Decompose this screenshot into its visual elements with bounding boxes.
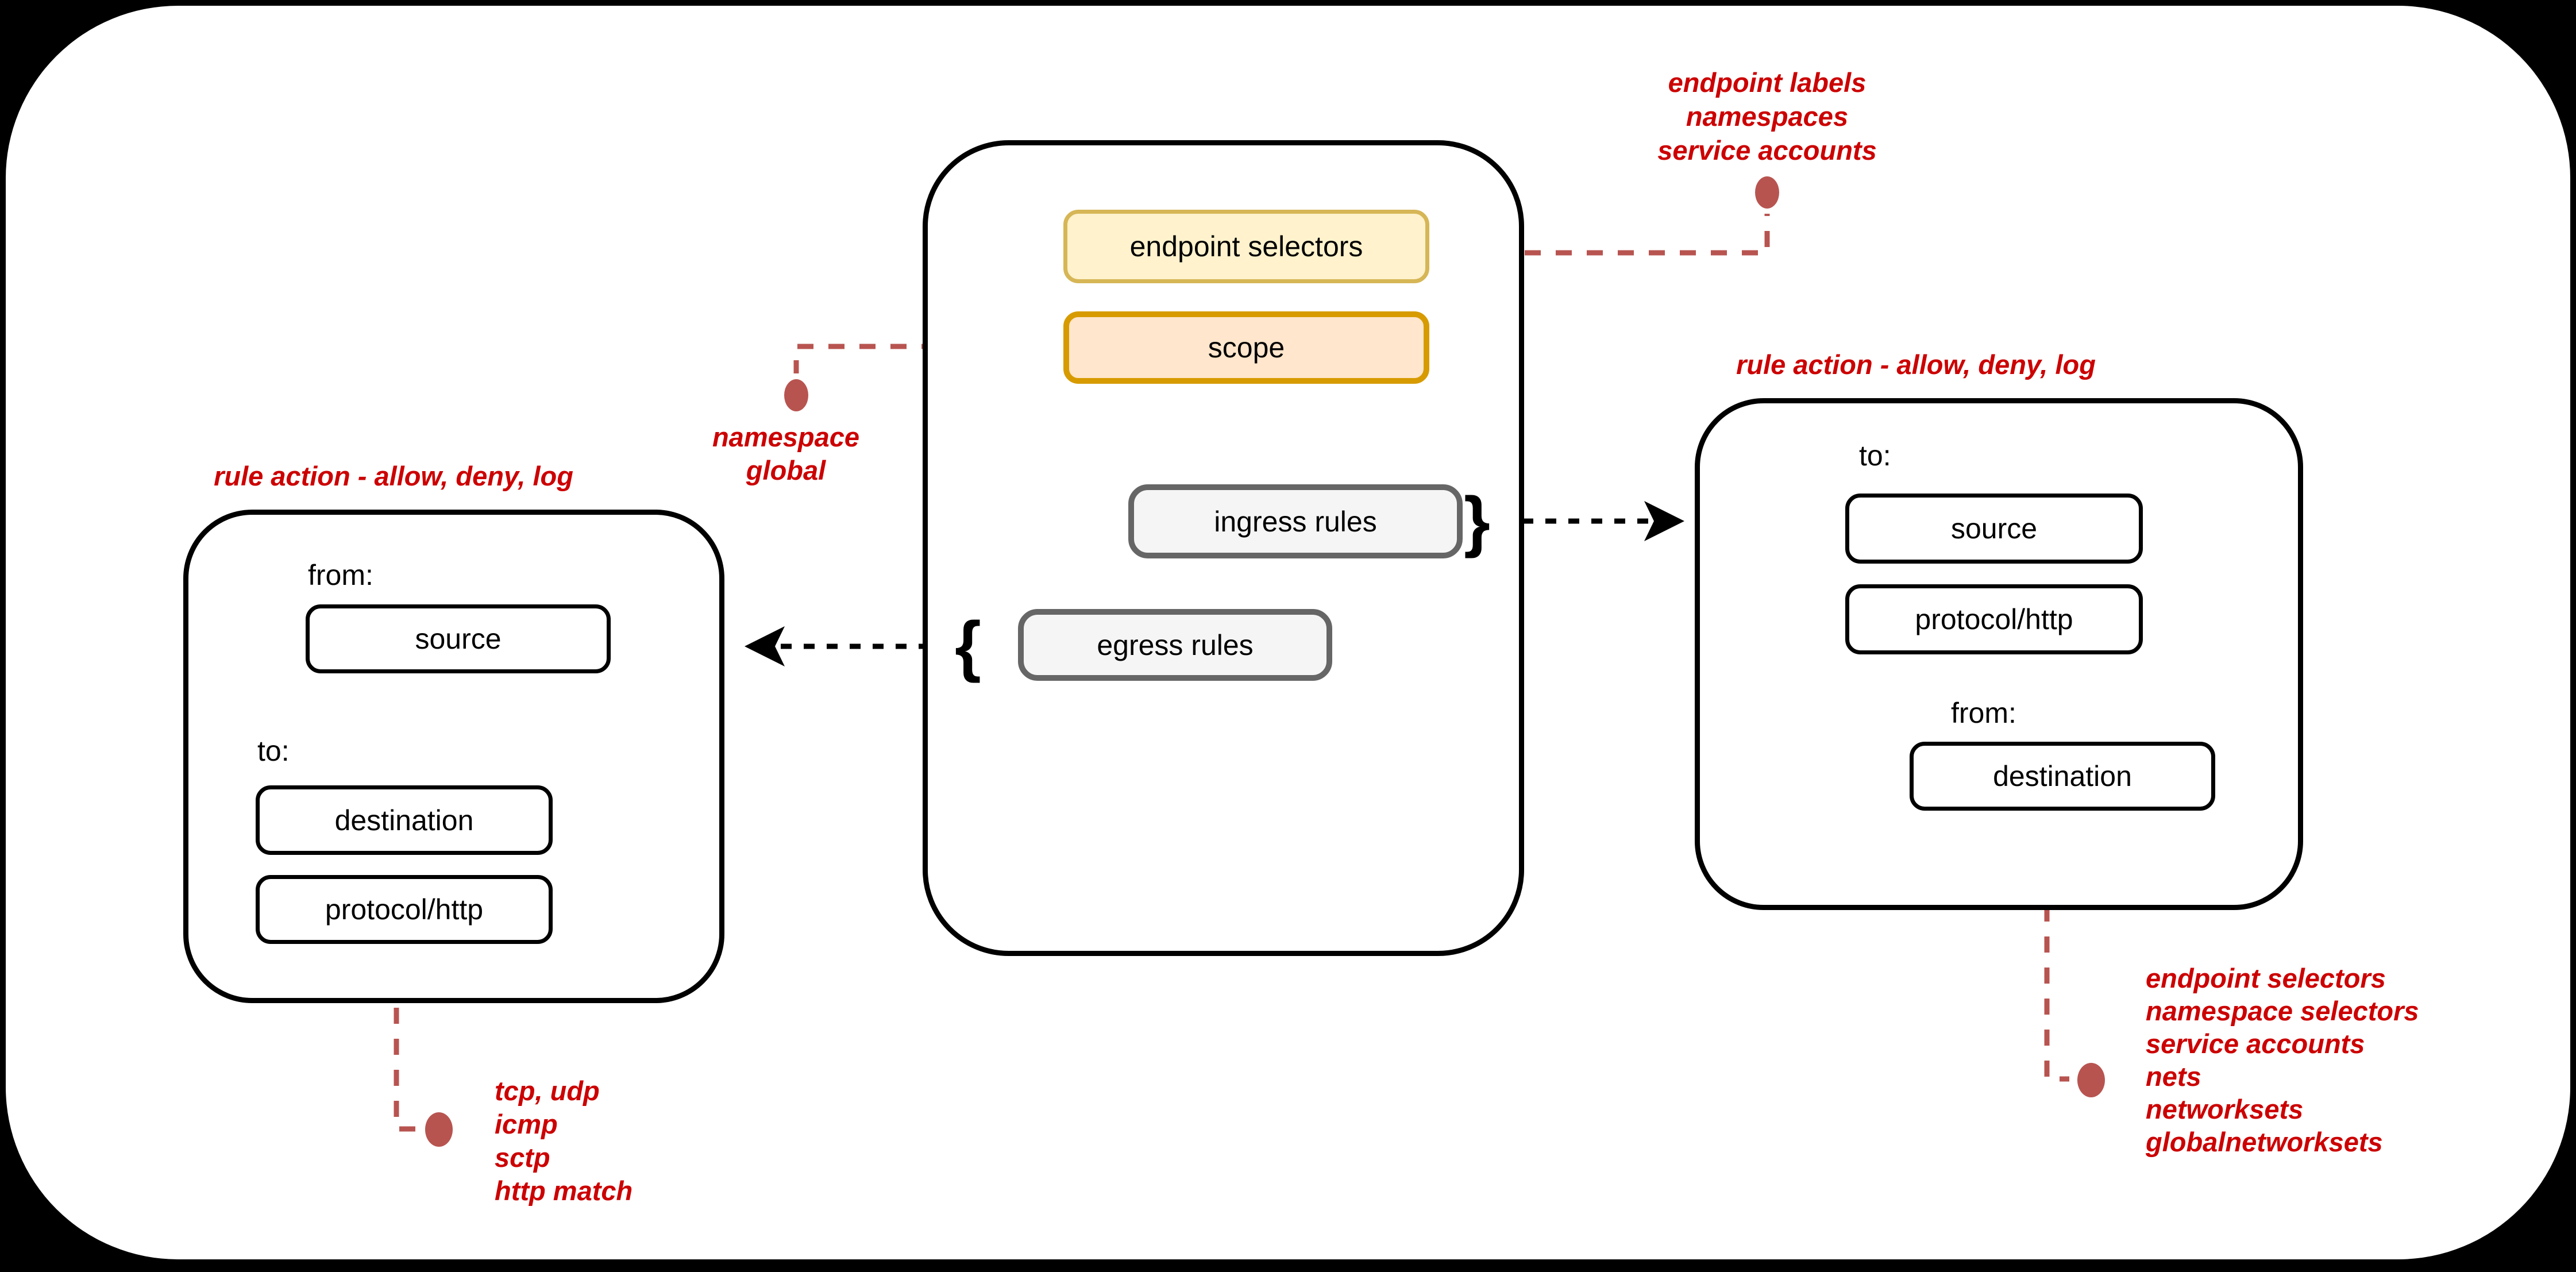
endpoint-note-line: endpoint labels	[1566, 65, 1968, 99]
ingress-source-node: source	[1845, 494, 2143, 564]
endpoint-selectors-node: endpoint selectors	[1063, 210, 1429, 283]
protocol-note-line: sctp	[495, 1141, 633, 1174]
egress-rules-node: egress rules	[1018, 609, 1332, 681]
scope-note: namespace global	[642, 421, 930, 487]
ingress-protocol-label: protocol/http	[1915, 603, 2073, 636]
scope-label: scope	[1208, 331, 1285, 364]
destination-note-line: nets	[2146, 1060, 2419, 1093]
egress-protocol-label: protocol/http	[325, 893, 483, 926]
endpoint-note: endpoint labels namespaces service accou…	[1566, 65, 1968, 167]
ingress-source-label: source	[1951, 512, 2037, 545]
ingress-destination-node: destination	[1910, 742, 2215, 811]
diagram-canvas: endpoint selectors scope ingress rules e…	[6, 6, 2570, 1259]
destination-note-line: networksets	[2146, 1093, 2419, 1125]
endpoint-selectors-label: endpoint selectors	[1130, 230, 1363, 263]
egress-rule-title: rule action - allow, deny, log	[190, 460, 597, 493]
scope-note-line: namespace	[642, 421, 930, 454]
destination-note-line: service accounts	[2146, 1027, 2419, 1060]
endpoint-note-line: service accounts	[1566, 133, 1968, 167]
scope-note-line: global	[642, 454, 930, 487]
protocol-note-line: http match	[495, 1174, 633, 1208]
destination-note-line: namespace selectors	[2146, 995, 2419, 1027]
egress-source-node: source	[306, 604, 611, 673]
egress-destination-label: destination	[335, 804, 474, 837]
protocol-note-line: icmp	[495, 1108, 633, 1141]
ingress-from-label: from:	[1951, 696, 2016, 730]
ingress-rules-node: ingress rules	[1128, 484, 1463, 558]
ingress-rules-label: ingress rules	[1214, 505, 1376, 538]
ingress-arrow	[1522, 501, 1684, 541]
scope-node: scope	[1063, 311, 1429, 384]
ingress-protocol-node: protocol/http	[1845, 584, 2143, 654]
egress-rules-label: egress rules	[1097, 629, 1253, 662]
destination-note-line: globalnetworksets	[2146, 1125, 2419, 1158]
protocol-note: tcp, udp icmp sctp http match	[495, 1074, 633, 1208]
egress-source-label: source	[415, 622, 501, 656]
ingress-brace: }	[1464, 492, 1490, 550]
ingress-rule-title: rule action - allow, deny, log	[1706, 348, 2126, 381]
endpoint-note-line: namespaces	[1566, 99, 1968, 133]
egress-arrow	[745, 626, 952, 666]
destination-note-line: endpoint selectors	[2146, 962, 2419, 995]
egress-to-label: to:	[257, 734, 290, 768]
egress-from-label: from:	[308, 558, 373, 592]
destination-note: endpoint selectors namespace selectors s…	[2146, 962, 2419, 1158]
ingress-destination-label: destination	[1993, 760, 2132, 793]
egress-protocol-node: protocol/http	[256, 875, 553, 944]
ingress-to-label: to:	[1859, 439, 1891, 472]
protocol-note-line: tcp, udp	[495, 1074, 633, 1108]
egress-brace: {	[955, 617, 981, 674]
egress-destination-node: destination	[256, 785, 553, 855]
